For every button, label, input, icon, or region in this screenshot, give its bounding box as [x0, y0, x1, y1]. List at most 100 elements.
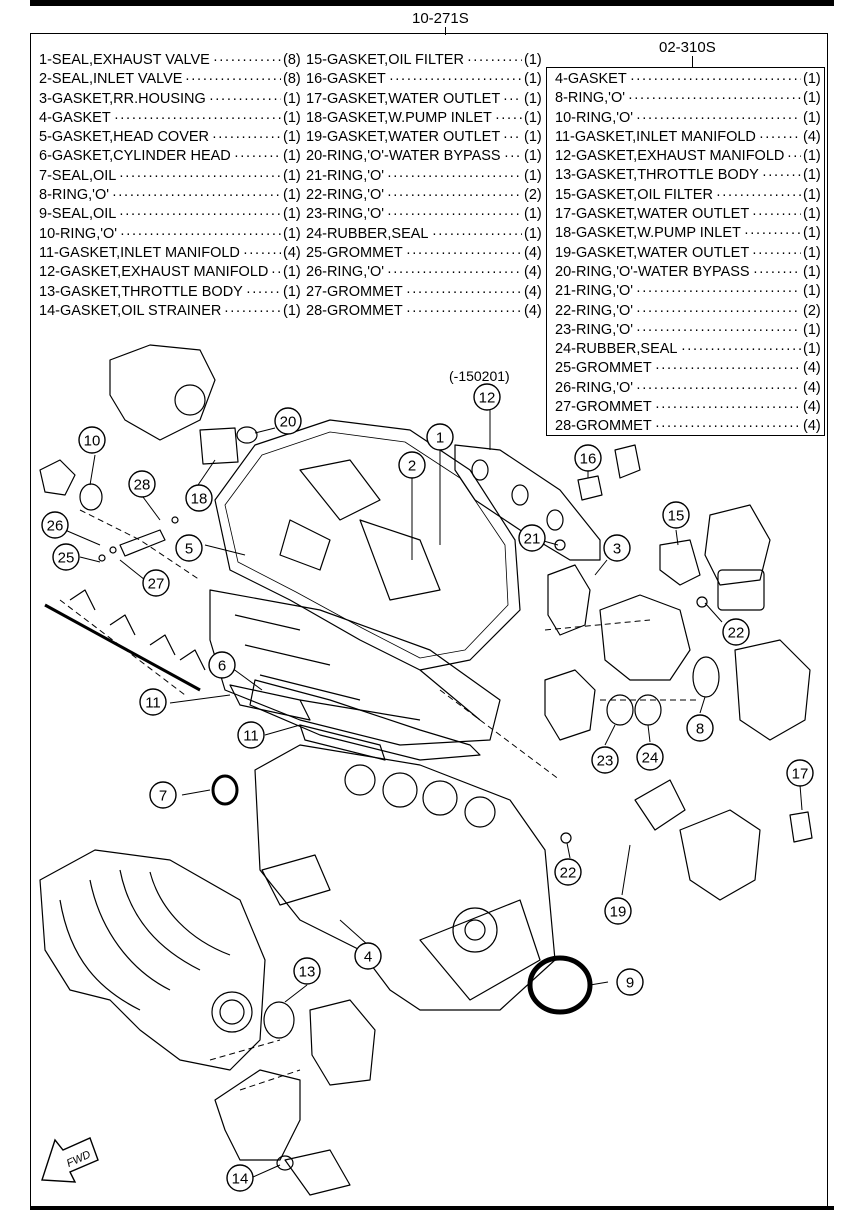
dot-leader: ········································… [224, 302, 281, 319]
part-name: 25-GROMMET [306, 244, 403, 261]
fwd-arrow-icon: FWD [41, 1137, 99, 1183]
part-row: 8-RING,'O'······························… [555, 89, 821, 108]
callout-11: 11 [237, 721, 265, 749]
callout-label: 11 [145, 695, 161, 712]
dot-leader: ········································… [744, 225, 801, 242]
callout-7: 7 [149, 781, 177, 809]
part-name: 26-RING,'O' [555, 379, 634, 396]
bottom-rule [30, 1206, 834, 1210]
part-row: 26-RING,'O'·····························… [306, 263, 546, 282]
callout-24: 24 [636, 743, 664, 771]
dot-leader: ········································… [504, 148, 522, 165]
oil-seal-7 [211, 774, 239, 806]
part-name: 11-GASKET,INLET MANIFOLD [39, 244, 240, 261]
dot-leader: ········································… [120, 225, 281, 242]
dot-leader: ········································… [387, 264, 522, 281]
callout-26: 26 [41, 511, 69, 539]
callout-18: 18 [185, 484, 213, 512]
part-qty: (4) [524, 283, 542, 300]
dot-leader: ········································… [503, 90, 522, 107]
part-name: 2-SEAL,INLET VALVE [39, 71, 183, 88]
dot-leader: ········································… [406, 244, 522, 261]
sensor-16 [577, 444, 641, 501]
part-row: 28-GROMMET······························… [555, 417, 821, 436]
callout-21: 21 [518, 524, 546, 552]
part-qty: (1) [803, 71, 821, 87]
part-row: 21-RING,'O'·····························… [306, 167, 546, 186]
part-qty: (1) [803, 109, 821, 126]
part-name: 27-GROMMET [555, 399, 652, 416]
part-qty: (8) [283, 71, 301, 88]
part-row: 5-GASKET,HEAD COVER·····················… [39, 128, 304, 147]
callout-label: 4 [364, 949, 372, 966]
callout-27: 27 [142, 569, 170, 597]
part-qty: (4) [803, 399, 821, 416]
dot-leader: ········································… [432, 225, 522, 242]
part-row: 23-RING,'O'·····························… [306, 205, 546, 224]
part-name: 19-GASKET,WATER OUTLET [306, 129, 501, 146]
part-qty: (1) [803, 341, 821, 358]
callout-label: 26 [47, 518, 64, 535]
part-qty: (8) [283, 52, 301, 68]
part-name: 6-GASKET,CYLINDER HEAD [39, 148, 231, 165]
part-qty: (1) [803, 225, 821, 242]
dot-leader: ········································… [185, 71, 281, 88]
part-row: 12-GASKET,EXHAUST MANIFOLD··············… [555, 147, 821, 166]
throttle-body [309, 999, 376, 1086]
part-qty: (1) [283, 129, 301, 146]
part-row: 10-RING,'O'·····························… [39, 225, 304, 244]
part-row: 19-GASKET,WATER OUTLET··················… [555, 244, 821, 263]
callout-label: 17 [792, 766, 809, 783]
callout-label: 1 [436, 430, 444, 447]
dot-leader: ········································… [387, 206, 522, 223]
part-row: 22-RING,'O'·····························… [555, 302, 821, 321]
dot-leader: ········································… [681, 341, 801, 358]
callout-17: 17 [786, 759, 814, 787]
dot-leader: ········································… [636, 283, 801, 300]
part-name: 4-GASKET [39, 109, 111, 126]
part-name: 8-RING,'O' [39, 187, 109, 204]
part-name: 11-GASKET,INLET MANIFOLD [555, 128, 756, 145]
part-name: 13-GASKET,THROTTLE BODY [555, 167, 759, 184]
part-row: 13-GASKET,THROTTLE BODY·················… [39, 283, 304, 302]
part-qty: (1) [803, 321, 821, 338]
dot-leader: ········································… [406, 283, 522, 300]
part-name: 27-GROMMET [306, 283, 403, 300]
part-name: 23-RING,'O' [555, 321, 634, 338]
part-qty: (4) [803, 128, 821, 145]
dot-leader: ········································… [628, 90, 801, 107]
callout-label: 8 [696, 721, 704, 738]
part-row: 3-GASKET,RR.HOUSING·····················… [39, 90, 304, 109]
throttle-gasket-13 [263, 1001, 295, 1039]
callout-label: 22 [728, 625, 745, 642]
part-qty: (4) [283, 244, 301, 261]
part-qty: (2) [803, 302, 821, 319]
oring-10 [79, 483, 103, 511]
part-row: 6-GASKET,CYLINDER HEAD··················… [39, 147, 304, 166]
part-qty: (1) [524, 109, 542, 126]
dot-leader: ········································… [209, 90, 281, 107]
part-name: 20-RING,'O'-WATER BYPASS [555, 263, 750, 280]
part-name: 28-GROMMET [555, 418, 652, 435]
top-rule [30, 0, 834, 6]
rubber-seal-24 [634, 694, 662, 726]
dot-leader: ········································… [636, 379, 801, 396]
part-name: 12-GASKET,EXHAUST MANIFOLD [555, 148, 785, 165]
part-name: 20-RING,'O'-WATER BYPASS [306, 148, 501, 165]
dot-leader: ········································… [119, 206, 281, 223]
callout-1: 1 [426, 423, 454, 451]
parts-list-column-2: 15-GASKET,OIL FILTER····················… [306, 51, 546, 321]
oil-strainer [214, 1069, 301, 1161]
exhaust-manifold-gasket-12 [454, 444, 601, 561]
part-row: 25-GROMMET······························… [306, 244, 546, 263]
callout-label: 23 [597, 753, 614, 770]
dot-leader: ········································… [636, 321, 801, 338]
part-row: 24-RUBBER,SEAL··························… [306, 225, 546, 244]
part-name: 26-RING,'O' [306, 264, 385, 281]
dot-leader: ········································… [655, 360, 801, 377]
dot-leader: ········································… [630, 71, 801, 87]
part-row: 8-RING,'O'······························… [39, 186, 304, 205]
callout-19: 19 [604, 897, 632, 925]
callout-5: 5 [175, 534, 203, 562]
